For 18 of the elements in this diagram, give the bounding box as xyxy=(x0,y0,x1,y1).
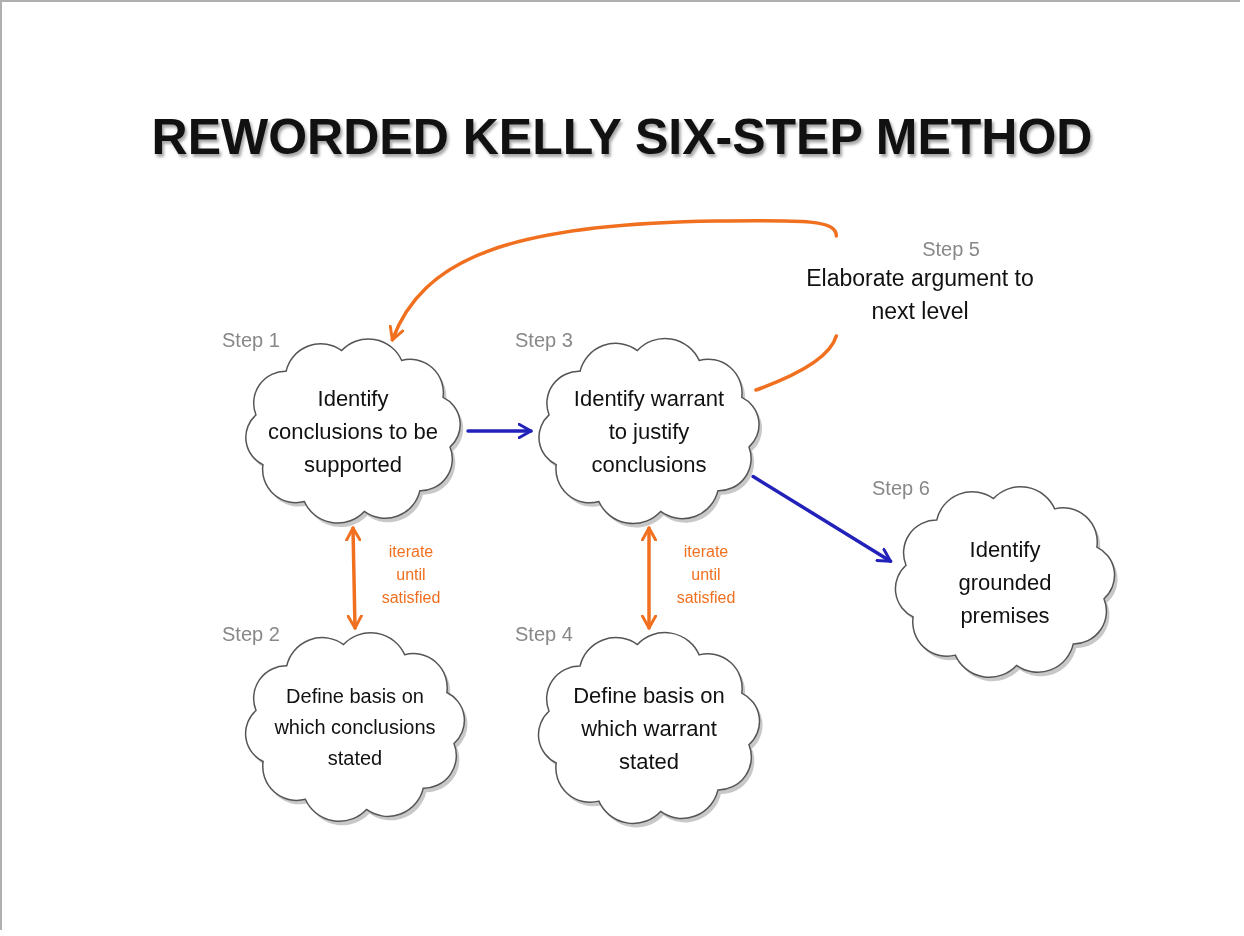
step-description: Identify grounded premises xyxy=(957,535,1053,630)
slide-title: REWORDED KELLY SIX-STEP METHOD xyxy=(150,108,1094,167)
step-label: Step 6 xyxy=(872,476,930,500)
step-description: Identify warrant to justify conclusions xyxy=(572,384,726,479)
step-label: Step 1 xyxy=(222,328,280,352)
arrow xyxy=(640,526,658,630)
step-description: Define basis on which warrant stated xyxy=(572,681,726,776)
arrow xyxy=(389,218,839,342)
arrow xyxy=(466,422,533,440)
step-description: Elaborate argument to next level xyxy=(805,264,1035,326)
step-label: Step 4 xyxy=(515,622,573,646)
step-label: Step 2 xyxy=(222,622,280,646)
step-description: Define basis on which conclusions stated xyxy=(273,683,437,771)
arrow xyxy=(345,526,363,630)
step-description: Identify conclusions to be supported xyxy=(267,384,439,479)
step-label: Step 5 xyxy=(922,237,980,262)
arrow xyxy=(751,474,893,563)
step-label: Step 3 xyxy=(515,328,573,352)
